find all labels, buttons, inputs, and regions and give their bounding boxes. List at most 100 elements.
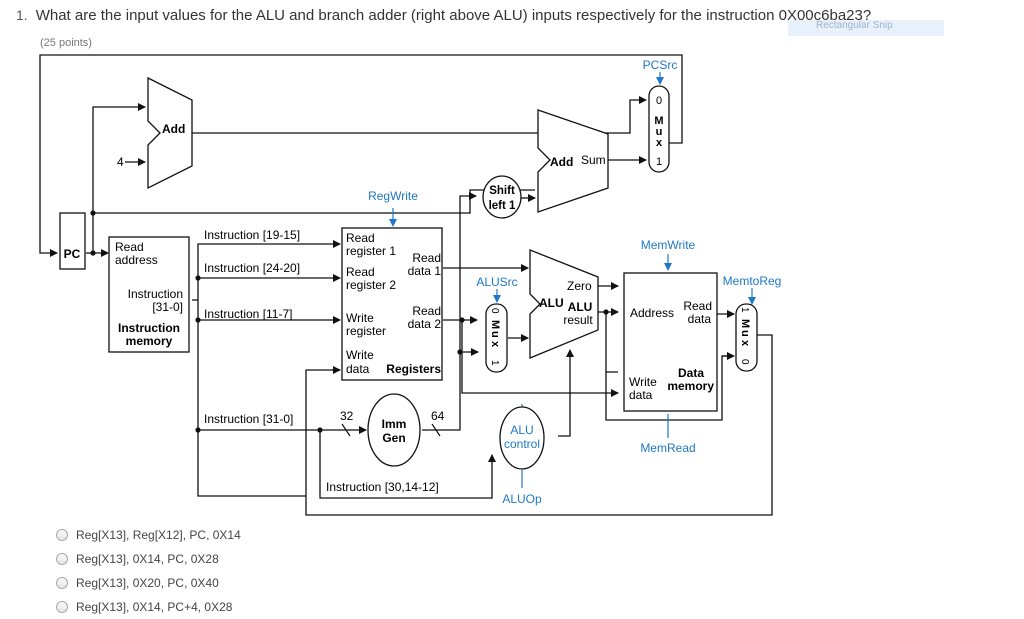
alu-control-unit xyxy=(499,406,545,470)
alusrc-mux xyxy=(485,303,508,373)
pc-register xyxy=(59,212,86,270)
memtoreg-mux xyxy=(735,303,758,372)
option-label: Reg[X13], 0X14, PC, 0X28 xyxy=(76,552,219,566)
answer-option-4[interactable]: Reg[X13], 0X14, PC+4, 0X28 xyxy=(56,595,241,619)
bits-out: 64 xyxy=(431,409,445,423)
constant-four: 4 xyxy=(117,155,124,169)
alusrc-mux-in0: 0 xyxy=(489,308,500,314)
question-text: 1. What are the input values for the ALU … xyxy=(16,7,871,24)
field-24-20: Instruction [24-20] xyxy=(204,261,300,275)
question-points: (25 points) xyxy=(40,37,92,49)
regs-rd2-a: Read xyxy=(412,304,441,318)
shift-label-2: left 1 xyxy=(489,200,516,212)
imem-read-2: address xyxy=(115,253,158,267)
question-body: What are the input values for the ALU an… xyxy=(35,7,872,24)
wire-funct xyxy=(319,430,493,499)
snip-overlay: Rectangular Snip xyxy=(788,20,944,36)
pcsrc-label: PCSrc xyxy=(643,58,678,72)
immgen-2: Gen xyxy=(382,431,405,445)
regs-wr-b: register xyxy=(346,324,386,338)
regwrite-label: RegWrite xyxy=(368,189,418,203)
memtoreg-mux-u: u xyxy=(739,330,751,337)
zero-label: Zero xyxy=(567,279,592,293)
alusrc-mux-x: x xyxy=(489,341,501,348)
branch-adder xyxy=(537,109,609,213)
field-31-0: Instruction [31-0] xyxy=(204,412,293,426)
regs-rr1-b: register 1 xyxy=(346,244,396,258)
wire-bus xyxy=(197,300,306,497)
shift-left-unit xyxy=(482,175,522,219)
pc-mux-in0: 0 xyxy=(656,95,662,107)
pc-adder xyxy=(147,76,193,190)
sum-label: Sum xyxy=(581,153,606,167)
wire-rd2-mem xyxy=(461,320,619,397)
wire-result-bypass xyxy=(605,312,618,373)
alu xyxy=(529,249,599,359)
memtoreg-mux-x: x xyxy=(739,340,751,347)
memread-label: MemRead xyxy=(640,441,695,455)
alusrc-mux-u: u xyxy=(489,331,501,338)
alusrc-mux-in1: 1 xyxy=(489,360,500,366)
datapath-wires xyxy=(39,54,773,516)
radio-button[interactable] xyxy=(56,577,68,589)
immgen-1: Imm xyxy=(382,417,407,431)
pc-mux-u: u xyxy=(656,126,663,138)
regs-rr1-a: Read xyxy=(346,231,375,245)
option-label: Reg[X13], Reg[X12], PC, 0X14 xyxy=(76,528,241,542)
dmem-write-1: Write xyxy=(629,375,657,389)
wire-alu-control xyxy=(558,349,574,437)
wire-imm-mux xyxy=(422,351,477,431)
imem-title-1: Instruction xyxy=(118,321,180,335)
branch-adder-label: Add xyxy=(550,155,573,169)
wire-pc-add xyxy=(92,103,146,253)
memtoreg-mux-m: M xyxy=(739,319,751,328)
regs-wd-a: Write xyxy=(346,348,374,362)
bits-in: 32 xyxy=(340,409,354,423)
pc-adder-label: Add xyxy=(162,122,185,136)
aluop-label: ALUOp xyxy=(502,492,542,506)
answer-option-2[interactable]: Reg[X13], 0X14, PC, 0X28 xyxy=(56,547,241,571)
dmem-title-1: Data xyxy=(678,366,704,380)
pc-label: PC xyxy=(64,247,81,261)
dmem-read-2: data xyxy=(688,312,712,326)
memtoreg-mux-in1: 1 xyxy=(739,307,750,313)
regs-rr2-b: register 2 xyxy=(346,278,396,292)
imm-gen xyxy=(367,393,421,467)
regs-title: Registers xyxy=(386,362,441,376)
field-11-7: Instruction [11-7] xyxy=(204,307,293,321)
register-file xyxy=(341,227,443,381)
regs-rr2-a: Read xyxy=(346,265,375,279)
dmem-address: Address xyxy=(630,306,674,320)
memtoreg-mux-in0: 0 xyxy=(739,359,750,365)
dmem-read-1: Read xyxy=(683,299,712,313)
alu-label: ALU xyxy=(539,296,564,310)
regs-rd1-a: Read xyxy=(412,251,441,265)
field-19-15: Instruction [19-15] xyxy=(204,228,300,242)
regs-wd-b: data xyxy=(346,362,370,376)
pc-mux-x: x xyxy=(656,137,663,149)
wire-rs1 xyxy=(192,240,341,301)
regs-wr-a: Write xyxy=(346,311,374,325)
memtoreg-label: MemtoReg xyxy=(723,274,782,288)
wire-pc4-mux xyxy=(191,96,647,134)
wire-imm-shift xyxy=(459,195,470,352)
dmem-title-2: memory xyxy=(667,379,714,393)
imem-instr-1: Instruction xyxy=(128,287,183,301)
wire-junctions xyxy=(90,210,609,433)
memwrite-label: MemWrite xyxy=(641,238,696,252)
alusrc-label: ALUSrc xyxy=(476,275,517,289)
radio-button[interactable] xyxy=(56,529,68,541)
field-30-14-12: Instruction [30,14-12] xyxy=(326,480,439,494)
question-number: 1. xyxy=(16,7,28,23)
answer-option-3[interactable]: Reg[X13], 0X20, PC, 0X40 xyxy=(56,571,241,595)
answer-option-1[interactable]: Reg[X13], Reg[X12], PC, 0X14 xyxy=(56,523,241,547)
data-memory xyxy=(623,272,718,412)
imem-title-2: memory xyxy=(126,334,173,348)
radio-button[interactable] xyxy=(56,601,68,613)
radio-button[interactable] xyxy=(56,553,68,565)
wire-next-pc xyxy=(39,54,683,257)
alu-control-1: ALU xyxy=(510,423,533,437)
pc-mux xyxy=(648,85,670,173)
answer-options: Reg[X13], Reg[X12], PC, 0X14 Reg[X13], 0… xyxy=(56,523,241,619)
